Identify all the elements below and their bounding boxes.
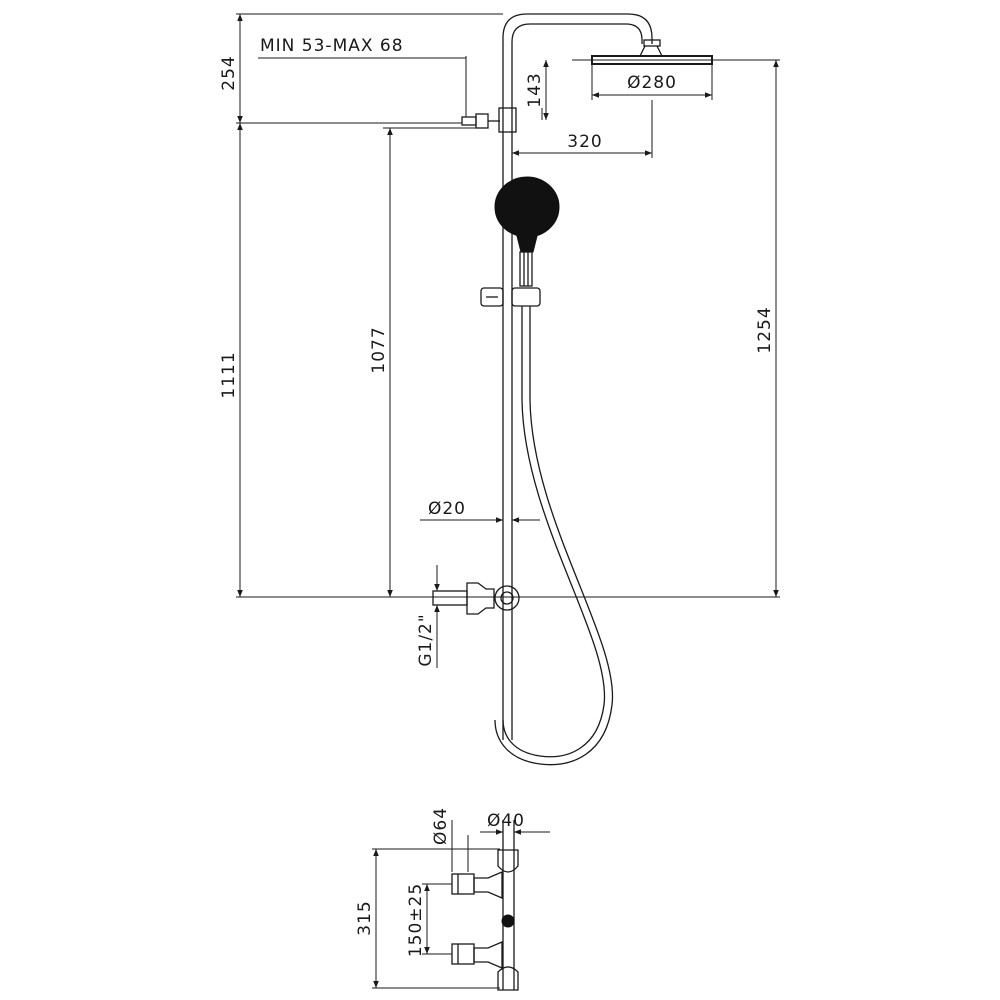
column-inlet — [432, 582, 520, 615]
label-diameter-20: Ø20 — [428, 499, 466, 519]
slider-holder — [480, 287, 541, 307]
label-diameter-40: Ø40 — [487, 811, 525, 831]
mixer-dimensions — [372, 820, 550, 989]
mixer-detail — [451, 820, 519, 991]
label-1111: 1111 — [219, 351, 239, 398]
label-diameter-280: Ø280 — [627, 73, 677, 93]
wall-bracket — [461, 113, 500, 129]
label-thread: G1/2" — [416, 613, 436, 666]
shower-column — [498, 13, 653, 740]
label-143: 143 — [525, 72, 545, 107]
label-320: 320 — [567, 132, 602, 152]
label-254: 254 — [219, 55, 239, 90]
label-diameter-64: Ø64 — [431, 807, 451, 845]
dimension-labels: MIN 53-MAX 68 254 143 Ø280 320 1111 1077… — [219, 36, 775, 957]
label-1077: 1077 — [369, 326, 389, 373]
hand-shower — [494, 176, 560, 287]
label-315: 315 — [355, 900, 375, 935]
label-min-max: MIN 53-MAX 68 — [260, 36, 404, 56]
dimension-lines — [236, 13, 780, 668]
label-150-25: 150±25 — [406, 883, 426, 957]
shower-hose — [494, 306, 614, 766]
label-1254: 1254 — [755, 306, 775, 353]
